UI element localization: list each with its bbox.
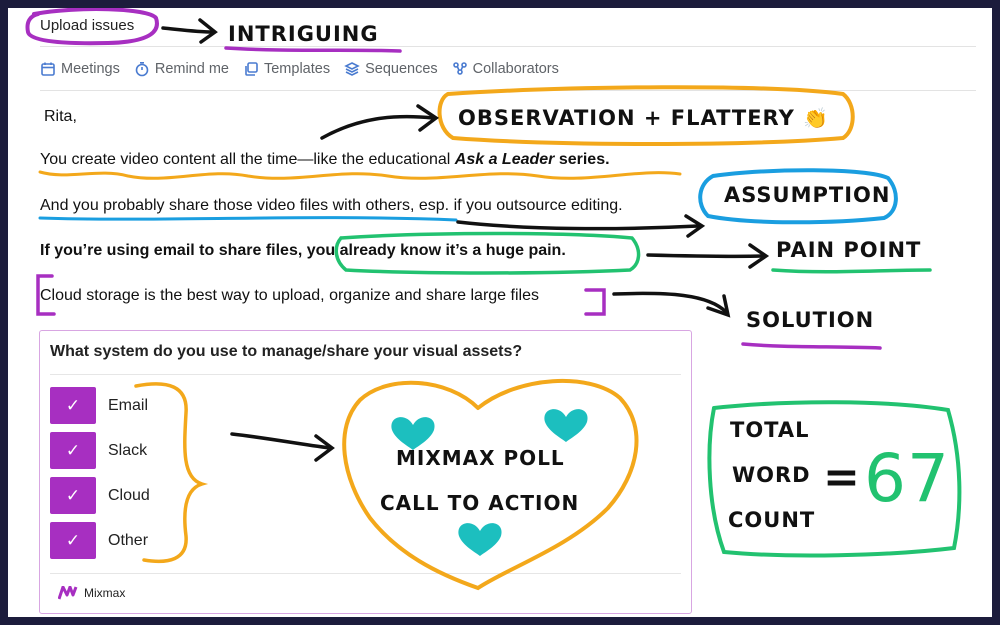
heart-icon: [391, 417, 435, 450]
poll-option-slack[interactable]: ✓ Slack: [50, 432, 147, 469]
arrow-to-heart: [230, 432, 332, 450]
label-pain-point: PAIN POINT: [776, 238, 922, 262]
label-equals: =: [823, 452, 861, 503]
toolbar-templates-label: Templates: [263, 61, 331, 77]
check-icon[interactable]: ✓: [50, 477, 96, 514]
email-greeting: Rita,: [44, 108, 77, 125]
line3-text: If you’re using email to share files,: [40, 242, 307, 259]
calendar-icon: [41, 62, 55, 76]
solution-underline: [741, 342, 882, 350]
arrow-to-solution: [612, 291, 728, 314]
word-count-box: [707, 400, 962, 558]
observation-underline: [38, 170, 682, 180]
email-line-solution: Cloud storage is the best way to upload,…: [40, 287, 539, 304]
label-total: TOTAL: [730, 418, 810, 442]
label-observation: OBSERVATION + FLATTERY 👏: [458, 106, 829, 130]
line1-suffix: series.: [554, 151, 610, 168]
subject-divider: [40, 46, 976, 47]
label-observation-text: OBSERVATION + FLATTERY: [458, 106, 795, 130]
mixmax-poll: What system do you use to manage/share y…: [39, 330, 692, 614]
mixmax-logo-icon: [58, 586, 78, 600]
line3-highlight: you already know it’s a huge pain.: [306, 242, 566, 259]
intriguing-underline: [224, 46, 402, 53]
toolbar-meetings[interactable]: Meetings: [40, 61, 120, 77]
toolbar-sequences-label: Sequences: [365, 61, 438, 77]
pain-point-underline: [771, 268, 932, 274]
annotation-overlay: [25, 8, 962, 591]
toolbar-sequences[interactable]: Sequences: [344, 61, 438, 77]
label-solution: SOLUTION: [746, 308, 875, 332]
email-line-assumption: And you probably share those video files…: [40, 197, 623, 214]
poll-question: What system do you use to manage/share y…: [50, 343, 523, 360]
email-line-observation: You create video content all the time—li…: [40, 151, 610, 169]
toolbar-remind-me[interactable]: Remind me: [134, 61, 229, 77]
arrow-to-observation: [320, 114, 435, 140]
arrow-to-pain-point: [646, 253, 765, 259]
annotated-email-frame: Upload issues Meetings Remind me Templat…: [8, 8, 992, 617]
ask-a-leader-title: Ask a Leader: [454, 151, 555, 168]
assumption-bubble: [698, 168, 898, 225]
heart-icon: [544, 409, 588, 442]
poll-divider-bottom: [50, 573, 681, 574]
assumption-underline: [38, 216, 458, 222]
solution-bracket-left: [36, 274, 56, 316]
mixmax-branding[interactable]: Mixmax: [58, 586, 125, 600]
label-count: COUNT: [728, 508, 816, 532]
toolbar-meetings-label: Meetings: [61, 61, 120, 77]
poll-option-label: Other: [108, 531, 149, 549]
label-assumption: ASSUMPTION: [724, 183, 891, 207]
toolbar-collaborators-label: Collaborators: [472, 61, 559, 77]
check-icon[interactable]: ✓: [50, 387, 96, 424]
heart-icon: [458, 523, 502, 556]
templates-icon: [245, 62, 258, 76]
layers-icon: [344, 62, 360, 76]
toolbar-remind-me-label: Remind me: [154, 61, 229, 77]
arrow-to-assumption: [456, 220, 700, 231]
line1-text: You create video content all the time—li…: [40, 151, 455, 168]
email-subject[interactable]: Upload issues: [40, 17, 135, 34]
poll-option-label: Cloud: [108, 486, 150, 504]
poll-option-cloud[interactable]: ✓ Cloud: [50, 477, 150, 514]
poll-option-email[interactable]: ✓ Email: [50, 387, 148, 424]
label-poll-line1: MIXMAX POLL: [396, 446, 565, 470]
compose-toolbar: Meetings Remind me Templates Sequences C…: [40, 61, 559, 77]
pain-highlight-box: [334, 231, 641, 275]
poll-option-label: Slack: [108, 441, 148, 459]
poll-option-other[interactable]: ✓ Other: [50, 522, 148, 559]
collaborators-icon: [452, 62, 467, 75]
heart-outline: [342, 378, 639, 591]
poll-brace: [134, 382, 209, 564]
subject-circle: [25, 8, 159, 46]
toolbar-collaborators[interactable]: Collaborators: [452, 61, 559, 77]
word-count-value: 67: [864, 440, 950, 517]
timer-icon: [135, 61, 149, 77]
check-icon[interactable]: ✓: [50, 522, 96, 559]
observation-bubble: [437, 85, 855, 146]
label-word: WORD: [732, 463, 811, 487]
toolbar-templates[interactable]: Templates: [243, 61, 330, 77]
label-intriguing: INTRIGUING: [228, 22, 379, 46]
brand-name: Mixmax: [84, 586, 126, 600]
arrow-to-intriguing: [161, 26, 215, 34]
email-line-pain: If you’re using email to share files, yo…: [40, 242, 566, 260]
clap-icon: 👏: [803, 106, 830, 130]
solution-bracket-right: [584, 288, 606, 316]
label-poll-line2: CALL TO ACTION: [380, 491, 580, 515]
poll-option-label: Email: [108, 396, 149, 414]
check-icon[interactable]: ✓: [50, 432, 96, 469]
poll-divider-top: [50, 374, 681, 375]
